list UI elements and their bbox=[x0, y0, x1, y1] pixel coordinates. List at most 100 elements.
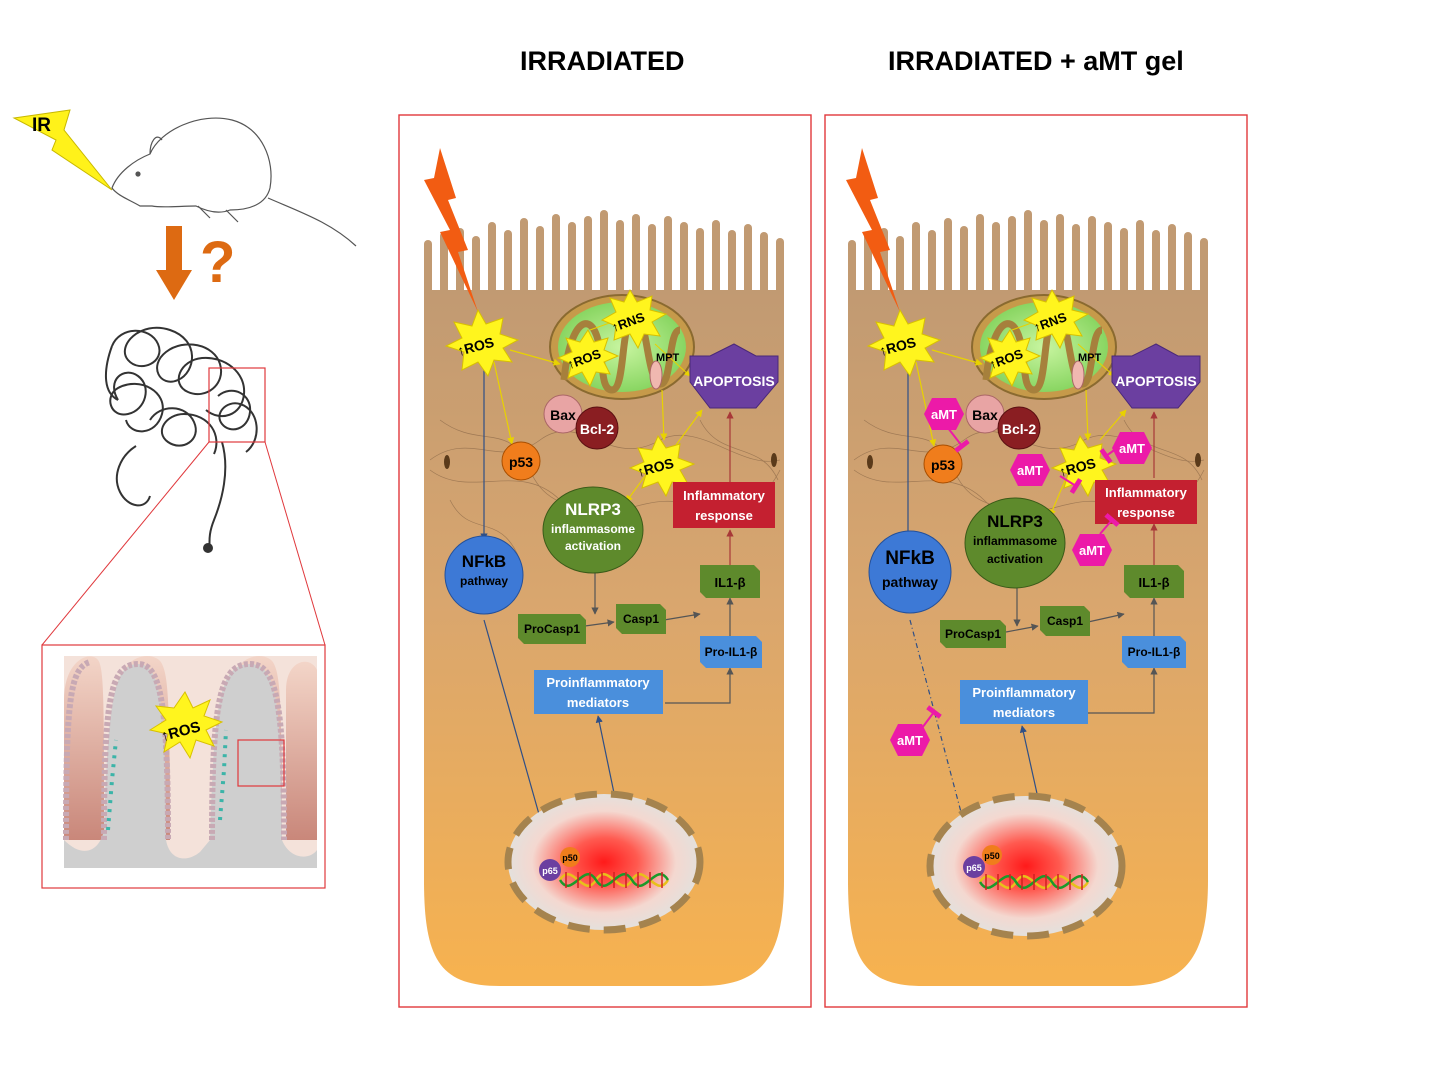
svg-text:Proinflammatory: Proinflammatory bbox=[972, 685, 1076, 700]
procasp1-box: ProCasp1 bbox=[940, 620, 1006, 648]
ros-star-mito: ↑ROS bbox=[978, 329, 1042, 388]
panel-title-irradiated: IRRADIATED bbox=[520, 46, 685, 76]
svg-text:p53: p53 bbox=[931, 457, 955, 473]
svg-text:aMT: aMT bbox=[1079, 543, 1105, 558]
arrow-mito-to-ros bbox=[660, 389, 668, 441]
arrow-mediators-to-proil1b bbox=[1088, 667, 1158, 714]
ros-star-nlrp3: ↑ROS bbox=[628, 434, 696, 498]
svg-text:aMT: aMT bbox=[931, 407, 957, 422]
il1b-box: IL1-β bbox=[1124, 565, 1184, 598]
lightning-bolt-icon bbox=[12, 109, 113, 191]
svg-text:Pro-IL1-β: Pro-IL1-β bbox=[705, 645, 758, 659]
arrow-nfkb-to-nucleus bbox=[483, 619, 550, 847]
nfkb-node: NFkB pathway bbox=[868, 530, 952, 614]
zoom-box-intestine bbox=[208, 367, 266, 443]
ros-star-mito: ↑ROS bbox=[556, 329, 620, 388]
svg-text:APOPTOSIS: APOPTOSIS bbox=[693, 373, 774, 389]
mpt-label: MPT bbox=[1078, 352, 1102, 364]
proinflammatory-mediators-box: Proinflammatory mediators bbox=[534, 670, 663, 714]
proil1b-box: Pro-IL1-β bbox=[1122, 636, 1186, 668]
nlrp3-node: NLRP3 inflammasome activation bbox=[964, 497, 1066, 589]
inset-ros-star bbox=[148, 691, 224, 760]
svg-text:Casp1: Casp1 bbox=[623, 612, 659, 626]
mouse-icon bbox=[111, 117, 357, 247]
arrow-ros-to-apoptosis bbox=[675, 409, 703, 446]
amt-hexagon-2: aMT bbox=[1010, 454, 1050, 486]
svg-text:aMT: aMT bbox=[897, 733, 923, 748]
svg-text:Bcl-2: Bcl-2 bbox=[580, 421, 614, 437]
svg-text:NFkB: NFkB bbox=[462, 552, 506, 571]
svg-text:↑ROS: ↑ROS bbox=[456, 334, 496, 359]
p53-node: p53 bbox=[923, 444, 963, 484]
svg-text:mediators: mediators bbox=[567, 695, 629, 710]
inflammatory-response-box: Inflammatory response bbox=[673, 482, 775, 528]
svg-text:Pro-IL1-β: Pro-IL1-β bbox=[1128, 645, 1181, 659]
proil1b-box: Pro-IL1-β bbox=[700, 636, 762, 668]
arrow-casp1-to-il1b bbox=[663, 611, 701, 621]
arrow-procasp1-to-casp1 bbox=[584, 619, 615, 627]
apoptosis-node: APOPTOSIS bbox=[689, 343, 779, 409]
villi-inset: ↑ROS bbox=[41, 644, 326, 889]
intro-section: IR ? bbox=[12, 109, 357, 889]
arrow-mediators-to-proil1b bbox=[665, 667, 734, 704]
svg-text:ProCasp1: ProCasp1 bbox=[945, 627, 1001, 641]
arrow-mito-to-ros bbox=[1084, 389, 1092, 441]
svg-text:p50: p50 bbox=[562, 853, 578, 863]
arrow-ros-to-apoptosis bbox=[1099, 409, 1127, 441]
svg-text:inflammasome: inflammasome bbox=[973, 534, 1057, 548]
svg-text:mediators: mediators bbox=[993, 705, 1055, 720]
svg-text:inflammasome: inflammasome bbox=[551, 522, 635, 536]
casp1-box: Casp1 bbox=[616, 604, 666, 634]
intestine-icon bbox=[104, 326, 258, 553]
apoptosis-node: APOPTOSIS bbox=[1111, 343, 1201, 409]
svg-text:response: response bbox=[695, 508, 753, 523]
svg-text:Bax: Bax bbox=[550, 407, 576, 423]
svg-text:↑ROS: ↑ROS bbox=[878, 334, 918, 359]
svg-text:p65: p65 bbox=[966, 863, 982, 873]
svg-text:↑ROS: ↑ROS bbox=[1057, 455, 1097, 480]
question-mark: ? bbox=[200, 230, 235, 295]
ros-star-cytosol: ↑ROS bbox=[444, 308, 520, 378]
nlrp3-node: NLRP3 inflammasome activation bbox=[542, 486, 644, 574]
p65-node bbox=[539, 859, 561, 881]
svg-text:activation: activation bbox=[987, 552, 1043, 566]
arrow-procasp1-to-casp1 bbox=[1005, 623, 1039, 633]
svg-text:↑ROS: ↑ROS bbox=[635, 455, 675, 480]
arrow-ros-to-mito bbox=[509, 349, 561, 366]
svg-text:p53: p53 bbox=[509, 454, 533, 470]
mpt-pore bbox=[649, 360, 663, 390]
amt-hexagon-1: aMT bbox=[924, 398, 964, 430]
svg-text:aMT: aMT bbox=[1119, 441, 1145, 456]
proinflammatory-mediators-box: Proinflammatory mediators bbox=[960, 680, 1088, 724]
amt-inhibitors: aMT aMT aMT aMT aMT bbox=[890, 398, 1152, 756]
amt-hexagon-5: aMT bbox=[890, 724, 930, 756]
dna-helix-icon bbox=[978, 874, 1090, 890]
svg-text:aMT: aMT bbox=[1017, 463, 1043, 478]
panel-title-irradiated-amt: IRRADIATED + aMT gel bbox=[888, 46, 1184, 76]
svg-text:ProCasp1: ProCasp1 bbox=[524, 622, 580, 636]
svg-text:pathway: pathway bbox=[460, 574, 508, 588]
procasp1-box: ProCasp1 bbox=[518, 614, 586, 644]
lightning-bolt-icon bbox=[846, 148, 900, 312]
svg-text:p50: p50 bbox=[984, 851, 1000, 861]
lightning-bolt-icon bbox=[424, 148, 478, 312]
arrow-ros-to-nlrp3 bbox=[1049, 477, 1067, 517]
microvilli bbox=[848, 210, 1208, 300]
bax-node: Bax bbox=[965, 394, 1005, 434]
il1b-box: IL1-β bbox=[700, 565, 760, 598]
arrow-ros-to-mito bbox=[931, 349, 983, 366]
arrow-casp1-to-il1b bbox=[1087, 611, 1125, 623]
p50-node bbox=[560, 847, 580, 867]
amt-hexagon-3: aMT bbox=[1112, 432, 1152, 464]
mpt-pore bbox=[1071, 360, 1085, 390]
svg-text:Proinflammatory: Proinflammatory bbox=[546, 675, 650, 690]
svg-text:IL1-β: IL1-β bbox=[714, 575, 745, 590]
bax-node: Bax bbox=[543, 394, 583, 434]
ir-label: IR bbox=[32, 115, 51, 136]
svg-text:Inflammatory: Inflammatory bbox=[1105, 485, 1187, 500]
nucleus: p65 p50 bbox=[926, 792, 1126, 940]
zoom-box-villus bbox=[237, 739, 285, 787]
svg-text:IL1-β: IL1-β bbox=[1138, 575, 1169, 590]
svg-text:NFkB: NFkB bbox=[885, 548, 935, 569]
arrow-nfkb-to-nucleus-dashed bbox=[909, 619, 972, 847]
